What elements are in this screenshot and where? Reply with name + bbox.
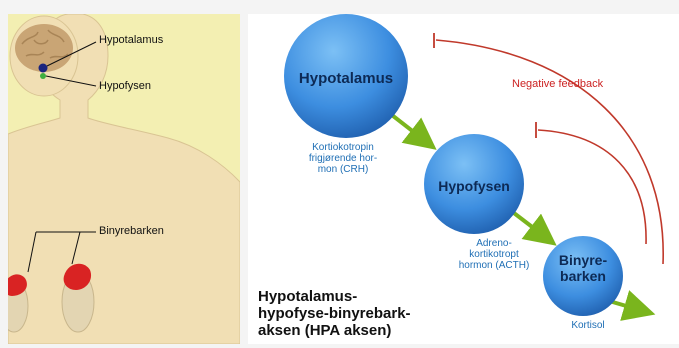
negative-feedback-label: Negative feedback [512, 78, 603, 90]
hypothalamus-dot [39, 64, 48, 73]
hpa-axis-panel: Hypotalamus Hypofysen Binyre- barken Kor… [248, 14, 679, 344]
acth-label-line1: Adreno- [444, 238, 544, 249]
anatomy-illustration [8, 14, 240, 344]
diagram-title-line1: Hypotalamus- [258, 288, 411, 305]
cortisol-label: Kortisol [558, 320, 618, 331]
crh-label: Kortiokotropin frigjørende hor- mon (CRH… [288, 142, 398, 175]
diagram-title: Hypotalamus- hypofyse-binyrebark- aksen … [258, 288, 411, 339]
arrow-crh [388, 112, 424, 140]
anatomy-panel: Hypotalamus Hypofysen Binyrebarken [8, 14, 240, 344]
adrenal-node-label-line2: barken [543, 268, 623, 284]
diagram-title-line2: hypofyse-binyrebark- [258, 305, 411, 322]
acth-label-line3: hormon (ACTH) [444, 260, 544, 271]
feedback-arc-inner [538, 130, 646, 244]
arrow-acth [510, 210, 544, 236]
hypothalamus-node-label: Hypotalamus [284, 70, 408, 87]
adrenal-cortex-label: Binyrebarken [99, 225, 164, 237]
hypothalamus-label: Hypotalamus [99, 34, 163, 46]
pituitary-node-label: Hypofysen [424, 178, 524, 194]
crh-label-line3: mon (CRH) [288, 164, 398, 175]
acth-label: Adreno- kortikotropt hormon (ACTH) [444, 238, 544, 271]
diagram-title-line3: aksen (HPA aksen) [258, 322, 411, 339]
adrenal-node-label-line1: Binyre- [543, 252, 623, 268]
pituitary-label: Hypofysen [99, 80, 151, 92]
pituitary-dot [40, 73, 46, 79]
acth-label-line2: kortikotropt [444, 249, 544, 260]
adrenal-node-label: Binyre- barken [543, 252, 623, 284]
crh-label-line1: Kortiokotropin [288, 142, 398, 153]
crh-label-line2: frigjørende hor- [288, 153, 398, 164]
